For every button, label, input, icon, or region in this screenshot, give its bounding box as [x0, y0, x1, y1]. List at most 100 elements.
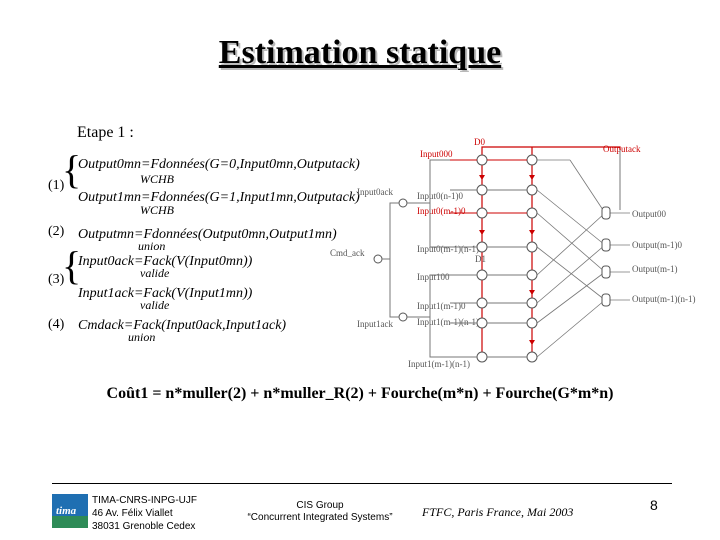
input0-n1-label: Input0(n-1)0	[417, 191, 463, 201]
arrow	[529, 230, 535, 235]
wire	[382, 202, 399, 260]
output-ack-wire	[481, 146, 621, 155]
output-wires	[536, 159, 630, 358]
c-gate	[476, 154, 488, 166]
wire	[407, 159, 450, 204]
red-arrows	[479, 175, 535, 345]
equation-4: Cmdack=Fack(Input0ack,Input1ack)	[78, 318, 287, 333]
equation-2: Outputmn=Fdonnées(Output0mn,Output1mn)	[78, 227, 337, 242]
f-gate	[526, 184, 538, 196]
cmd-ack-gate	[373, 254, 383, 264]
wire	[389, 259, 399, 318]
logo-band	[52, 516, 88, 528]
arrow	[479, 230, 485, 235]
output-ack-label: Outputack	[603, 144, 641, 154]
arrow	[529, 340, 535, 345]
arrow	[479, 175, 485, 180]
slide-title: Estimation statique	[218, 34, 502, 71]
equation-1b-under: WCHB	[140, 203, 174, 217]
equation-3b-under: valide	[140, 298, 170, 312]
input1-m10-label: Input1(m-1)0	[417, 301, 466, 311]
circuit-diagram: D0 Outputack Input000 Input0ack Input0(n…	[330, 137, 695, 369]
logo-text: tima	[56, 505, 77, 517]
output-m1-label: Output(m-1)	[632, 264, 678, 274]
c-gate	[476, 297, 488, 309]
c-gate	[476, 184, 488, 196]
f-gate	[526, 317, 538, 329]
d1-label: D1	[475, 254, 486, 264]
input0-mn-label: Input0(m-1)(n-1)	[417, 244, 479, 254]
f-gate	[526, 269, 538, 281]
wire	[536, 299, 606, 358]
f-gate	[526, 241, 538, 253]
wire	[429, 317, 450, 358]
cmd-ack-label: Cmd_ack	[330, 248, 365, 258]
equation-1a: Output0mn=Fdonnées(G=0,Input0mn,Outputac…	[78, 157, 360, 172]
cost-formula: Coût1 = n*muller(2) + n*muller_R(2) + Fo…	[106, 385, 614, 402]
group-info: CIS Group “Concurrent Integrated Systems…	[240, 500, 400, 524]
equation-2-under: union	[138, 239, 166, 253]
lab-street: 46 Av. Félix Viallet	[92, 508, 173, 519]
wire	[569, 159, 606, 214]
ack-wires	[382, 159, 450, 358]
input1-bottom-label: Input1(m-1)(n-1)	[408, 359, 470, 369]
or-gate	[601, 238, 611, 252]
ack-gate-0	[398, 198, 408, 208]
wire	[536, 271, 606, 324]
input1-ack-label: Input1ack	[357, 319, 393, 329]
page-number: 8	[650, 497, 658, 513]
equation-1b: Output1mn=Fdonnées(G=1,Input1mn,Outputac…	[78, 190, 360, 205]
equation-label-4: (4)	[48, 317, 65, 332]
group-fullname: “Concurrent Integrated Systems”	[247, 512, 393, 523]
equation-3a: Input0ack=Fack(V(Input0mn))	[78, 254, 253, 269]
equation-4-under: union	[128, 330, 156, 344]
f-gate	[526, 351, 538, 363]
output-mn-label: Output(m-1)(n-1)	[632, 294, 695, 304]
c-gate	[476, 317, 488, 329]
input1-00-label: Input100	[417, 272, 450, 282]
equation-label-2: (2)	[48, 224, 65, 239]
ack-gates	[373, 198, 408, 322]
input0-00-label: Input000	[420, 149, 453, 159]
c-gate	[476, 207, 488, 219]
or-gate	[601, 206, 611, 220]
c-gate	[476, 269, 488, 281]
or-gates	[601, 206, 611, 307]
wire	[536, 189, 606, 246]
or-gate	[601, 265, 611, 279]
input0-ack-label: Input0ack	[357, 187, 393, 197]
wire	[536, 212, 606, 273]
input1-mn-label: Input1(m-1)(n-1)	[417, 317, 479, 327]
wire	[536, 212, 606, 276]
brace-3: {	[62, 243, 82, 288]
arrow	[529, 290, 535, 295]
tima-logo: tima	[52, 494, 88, 528]
input0-m1-label: Input0(m-1)0	[417, 206, 466, 216]
equation-label-1: (1)	[48, 178, 65, 193]
c-gate	[476, 351, 488, 363]
brace-1: {	[62, 147, 82, 192]
equation-1a-under: WCHB	[140, 172, 174, 186]
input-wires	[450, 159, 527, 358]
group-name: CIS Group	[296, 500, 344, 511]
f-gate	[526, 154, 538, 166]
wire	[407, 274, 450, 318]
equation-3b: Input1ack=Fack(V(Input1mn))	[78, 286, 253, 301]
or-gate	[601, 293, 611, 307]
f-gate	[526, 207, 538, 219]
output-00-label: Output00	[632, 209, 667, 219]
equation-label-3: (3)	[48, 272, 65, 287]
arrow	[529, 175, 535, 180]
output-m10-label: Output(m-1)0	[632, 240, 682, 250]
lab-name: TIMA-CNRS-INPG-UJF	[92, 495, 197, 506]
c-gate	[476, 241, 488, 253]
lab-address: TIMA-CNRS-INPG-UJF 46 Av. Félix Viallet …	[92, 494, 197, 533]
equation-3a-under: valide	[140, 266, 170, 280]
wire	[536, 244, 606, 304]
conference-label: FTFC, Paris France, Mai 2003	[422, 505, 574, 519]
wire	[429, 203, 450, 248]
footer-divider	[52, 483, 672, 484]
ack-gate-1	[398, 312, 408, 322]
d0-label: D0	[474, 137, 485, 147]
lab-city: 38031 Grenoble Cedex	[92, 521, 196, 532]
